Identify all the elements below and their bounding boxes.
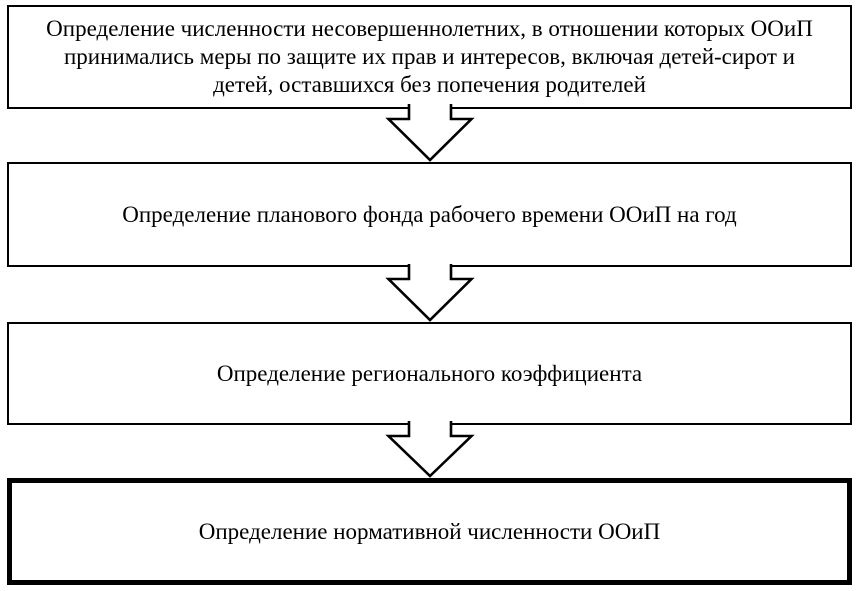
flow-step-1-line-3: детей, оставшихся без попечения родителе… (213, 72, 646, 97)
flow-step-4-line-1: Определение нормативной численности ООиП (198, 518, 661, 544)
flow-step-2: Определение планового фонда рабочего вре… (7, 162, 852, 267)
down-arrow-icon (385, 264, 475, 322)
down-arrow-icon (385, 421, 475, 478)
flow-step-1-line-1: Определение численности несовершеннолетн… (46, 16, 813, 41)
flow-step-3-line-1: Определение регионального коэффициента (216, 360, 643, 386)
flow-step-3: Определение регионального коэффициента (7, 322, 852, 425)
flow-step-1: Определение численности несовершеннолетн… (7, 5, 852, 109)
flow-step-4: Определение нормативной численности ООиП (7, 478, 852, 585)
flow-step-2-line-1: Определение планового фонда рабочего вре… (122, 201, 737, 227)
flow-step-1-line-2: принимались меры по защите их прав и инт… (64, 44, 795, 69)
down-arrow-icon (385, 104, 475, 162)
